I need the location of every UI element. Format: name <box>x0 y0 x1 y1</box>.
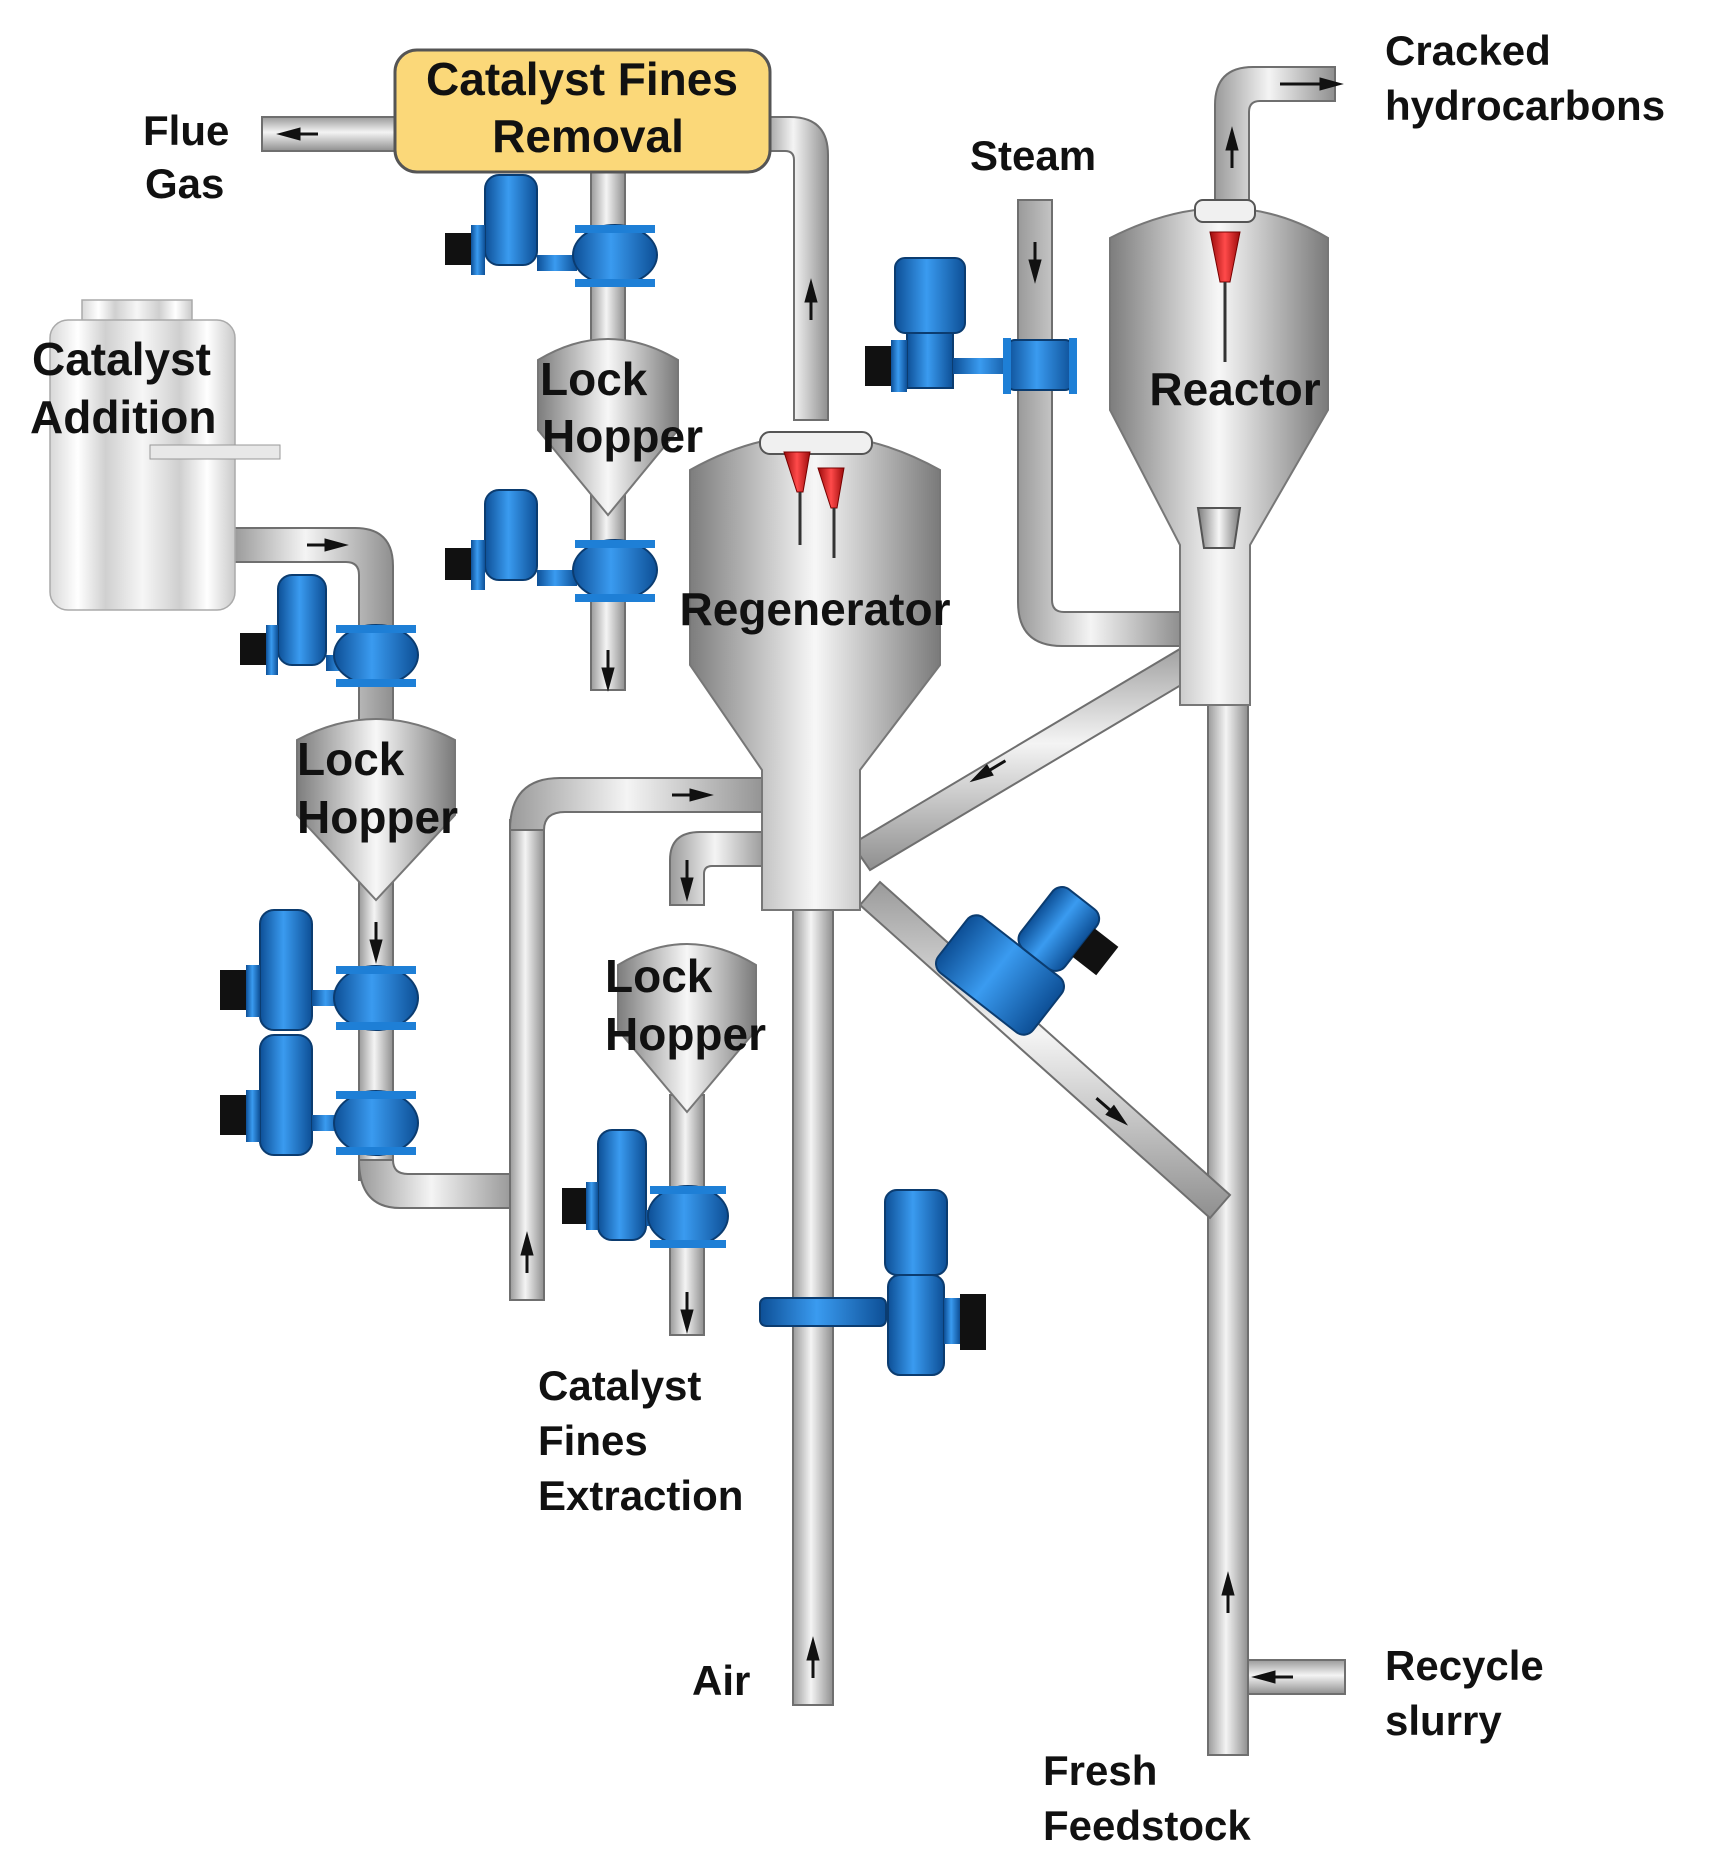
valve-diagonal-slide[interactable] <box>931 851 1127 1049</box>
valve-top-hopper-outlet[interactable] <box>445 489 658 602</box>
label-regenerator: Regenerator <box>680 583 951 635</box>
label-catalyst-fines-removal-2: Removal <box>492 110 684 162</box>
reactor-vessel <box>1109 199 1329 706</box>
label-lock-hopper-bottom-1: Lock <box>605 950 713 1002</box>
label-flue-gas-1: Flue <box>143 107 229 154</box>
regenerator-vessel <box>689 431 941 911</box>
label-recycle-slurry-2: slurry <box>1385 1697 1502 1744</box>
label-lock-hopper-top-1: Lock <box>540 353 648 405</box>
label-reactor: Reactor <box>1149 363 1320 415</box>
label-steam: Steam <box>970 132 1096 179</box>
lock-hopper-top-vessel <box>537 338 679 517</box>
label-catalyst-fines-extraction-3: Extraction <box>538 1472 743 1519</box>
valve-steam[interactable] <box>865 257 1077 394</box>
label-catalyst-fines-extraction-1: Catalyst <box>538 1362 701 1409</box>
label-cracked-hydrocarbons-1: Cracked <box>1385 27 1551 74</box>
catalyst-addition-tank <box>49 299 281 611</box>
label-lock-hopper-left-2: Hopper <box>297 791 458 843</box>
label-flue-gas-2: Gas <box>145 160 224 207</box>
label-catalyst-fines-extraction-2: Fines <box>538 1417 648 1464</box>
valve-removal-outlet[interactable] <box>445 174 658 287</box>
label-fresh-feedstock-2: Feedstock <box>1043 1802 1251 1849</box>
valve-catalyst-addition[interactable] <box>240 574 419 687</box>
label-air: Air <box>692 1657 750 1704</box>
valve-left-hopper-outlet-2[interactable] <box>220 1034 419 1156</box>
lock-hopper-bottom-vessel <box>617 943 757 1114</box>
flow-arrows <box>276 77 1344 1684</box>
catalyst-fines-removal-box <box>393 48 772 174</box>
valve-left-hopper-outlet-1[interactable] <box>220 909 419 1031</box>
label-cracked-hydrocarbons-2: hydrocarbons <box>1385 82 1665 129</box>
label-fresh-feedstock-1: Fresh <box>1043 1747 1157 1794</box>
label-recycle-slurry-1: Recycle <box>1385 1642 1544 1689</box>
label-lock-hopper-bottom-2: Hopper <box>605 1008 766 1060</box>
label-catalyst-fines-removal-1: Catalyst Fines <box>426 53 738 105</box>
label-lock-hopper-left-1: Lock <box>297 733 405 785</box>
label-catalyst-addition-1: Catalyst <box>32 333 211 385</box>
lock-hopper-left-vessel <box>296 718 456 902</box>
label-lock-hopper-top-2: Hopper <box>542 410 703 462</box>
valve-air[interactable] <box>759 1189 986 1376</box>
valve-bottom-hopper-outlet[interactable] <box>562 1129 729 1248</box>
label-catalyst-addition-2: Addition <box>30 391 217 443</box>
